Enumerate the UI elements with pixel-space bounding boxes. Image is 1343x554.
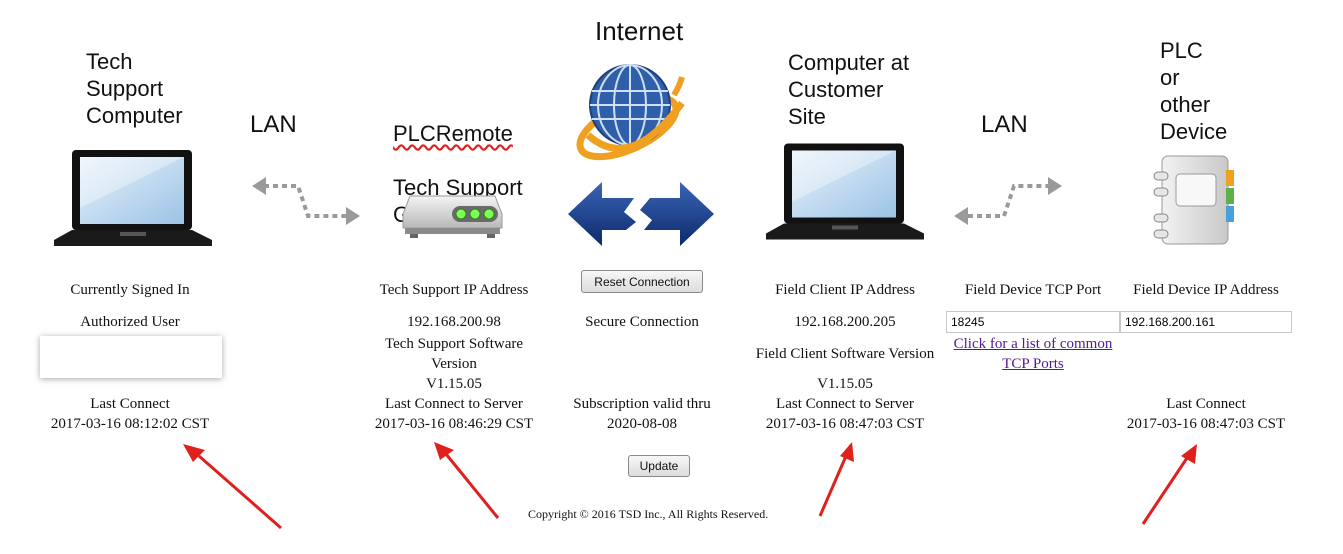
subscription-value: 2020-08-08 bbox=[607, 416, 677, 432]
gateway-version-label: Tech Support Software Version bbox=[384, 336, 524, 372]
laptop-icon bbox=[54, 150, 212, 246]
laptop-icon bbox=[766, 143, 924, 240]
field-device-ip-input[interactable] bbox=[1120, 311, 1292, 333]
field-device-last-connect-value: 2017-03-16 08:47:03 CST bbox=[1126, 416, 1286, 432]
tech-last-connect-value: 2017-03-16 08:12:02 CST bbox=[50, 416, 210, 432]
update-button[interactable]: Update bbox=[628, 455, 690, 477]
tcp-ports-link[interactable]: Click for a list of common TCP Ports bbox=[953, 336, 1113, 372]
connection-status: Secure Connection bbox=[585, 314, 699, 330]
broken-arrows-icon bbox=[568, 182, 714, 246]
red-arrow-icon bbox=[434, 442, 500, 519]
gateway-version-value: V1.15.05 bbox=[426, 376, 482, 392]
tech-last-connect-label: Last Connect bbox=[90, 396, 170, 412]
gateway-last-connect-label: Last Connect to Server bbox=[385, 396, 523, 412]
lan-left-label: LAN bbox=[250, 111, 297, 138]
customer-computer-heading: Computer at Customer Site bbox=[788, 50, 910, 129]
field-client-last-connect-value: 2017-03-16 08:47:03 CST bbox=[765, 416, 925, 432]
copyright-footer: Copyright © 2016 TSD Inc., All Rights Re… bbox=[528, 507, 769, 521]
field-client-last-connect-label: Last Connect to Server bbox=[776, 396, 914, 412]
lan-right-label: LAN bbox=[981, 111, 1028, 138]
globe-icon bbox=[576, 64, 685, 161]
gateway-ip-label: Tech Support IP Address bbox=[379, 282, 529, 298]
red-arrow-icon bbox=[1141, 444, 1197, 525]
field-client-version-value: V1.15.05 bbox=[817, 376, 873, 392]
router-icon bbox=[402, 195, 503, 238]
dashed-arrow-icon bbox=[252, 177, 360, 225]
gateway-ip-value: 192.168.200.98 bbox=[407, 314, 501, 330]
field-device-port-input[interactable] bbox=[946, 311, 1120, 333]
red-arrow-icon bbox=[183, 444, 282, 530]
plc-device-heading: PLC or other Device bbox=[1160, 38, 1228, 144]
signed-in-label: Currently Signed In bbox=[70, 282, 190, 298]
reset-connection-button[interactable]: Reset Connection bbox=[581, 270, 703, 293]
field-client-ip-label: Field Client IP Address bbox=[775, 282, 915, 298]
plc-device-icon bbox=[1153, 155, 1234, 245]
field-device-port-label: Field Device TCP Port bbox=[964, 282, 1102, 298]
tech-support-computer-heading: Tech Support Computer bbox=[86, 49, 183, 128]
authorized-user-label: Authorized User bbox=[80, 314, 180, 330]
dashed-arrow-icon bbox=[954, 177, 1062, 225]
internet-heading: Internet bbox=[595, 16, 684, 46]
subscription-label: Subscription valid thru bbox=[573, 396, 711, 412]
field-device-last-connect-label: Last Connect bbox=[1166, 396, 1246, 412]
gateway-last-connect-value: 2017-03-16 08:46:29 CST bbox=[374, 416, 534, 432]
authorized-user-box bbox=[40, 336, 222, 378]
field-client-ip-value: 192.168.200.205 bbox=[794, 314, 896, 330]
gateway-heading-brand: PLCRemote bbox=[393, 121, 513, 146]
field-client-version-label: Field Client Software Version bbox=[755, 346, 935, 362]
field-device-ip-label: Field Device IP Address bbox=[1133, 282, 1279, 298]
red-arrow-icon bbox=[818, 442, 854, 517]
